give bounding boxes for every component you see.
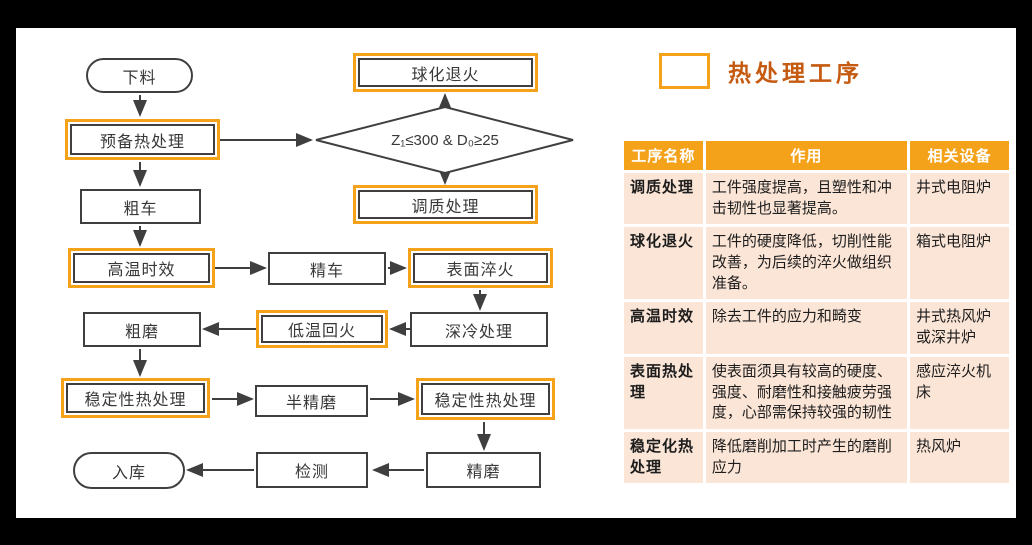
node-surface-quenching: 表面淬火	[408, 248, 553, 288]
cell-process-name: 高温时效	[624, 302, 703, 354]
legend-heat-treatment-swatch	[659, 53, 710, 89]
col-header-equipment: 相关设备	[909, 141, 1009, 170]
col-header-effect: 作用	[705, 141, 907, 170]
flowchart-connectors	[133, 93, 574, 477]
process-table: 工序名称 作用 相关设备 调质处理 工件强度提高，且塑性和冲击韧性也显著提高。 …	[621, 138, 1012, 486]
cell-equipment: 井式电阻炉	[909, 173, 1009, 225]
cell-effect: 降低磨削加工时产生的磨削应力	[705, 431, 907, 484]
cell-equipment: 感应淬火机床	[909, 356, 1009, 429]
cell-equipment: 井式热风炉或深井炉	[909, 302, 1009, 354]
cell-effect: 使表面须具有较高的硬度、强度、耐磨性和接触疲劳强度，心部需保持较强的韧性	[705, 356, 907, 429]
cell-equipment: 热风炉	[909, 431, 1009, 484]
node-blanking: 下料	[86, 58, 193, 93]
cell-effect: 工件强度提高，且塑性和冲击韧性也显著提高。	[705, 173, 907, 225]
cell-equipment: 箱式电阻炉	[909, 227, 1009, 300]
node-cryogenic-treatment: 深冷处理	[410, 312, 548, 347]
node-rough-grinding: 粗磨	[83, 312, 201, 347]
node-stabilizing-heat-treatment-2: 稳定性热处理	[416, 378, 555, 420]
cell-effect: 工件的硬度降低，切削性能改善，为后续的淬火做组织准备。	[705, 227, 907, 300]
table-header-row: 工序名称 作用 相关设备	[624, 141, 1009, 170]
cell-process-name: 稳定化热处理	[624, 431, 703, 484]
cell-process-name: 球化退火	[624, 227, 703, 300]
col-header-process-name: 工序名称	[624, 141, 703, 170]
node-finish-grinding: 精磨	[426, 452, 541, 488]
decision-condition-label: Z₁≤300 & D₀≥25	[391, 131, 499, 149]
table-row: 稳定化热处理 降低磨削加工时产生的磨削应力 热风炉	[624, 431, 1009, 484]
decision-diamond	[315, 105, 574, 175]
node-rough-turning: 粗车	[80, 189, 201, 224]
node-high-temp-aging: 高温时效	[68, 248, 215, 288]
node-spheroidizing-annealing: 球化退火	[353, 53, 538, 92]
node-finish-turning: 精车	[268, 252, 386, 285]
table-row: 高温时效 除去工件的应力和畸变 井式热风炉或深井炉	[624, 302, 1009, 354]
slide-content-area: 下料 预备热处理 粗车 高温时效 精车 表面淬火 粗磨 低温回火 深冷处理 稳定…	[16, 28, 1016, 518]
table-row: 表面热处理 使表面须具有较高的硬度、强度、耐磨性和接触疲劳强度，心部需保持较强的…	[624, 356, 1009, 429]
node-inspection: 检测	[256, 452, 368, 488]
cell-process-name: 表面热处理	[624, 356, 703, 429]
node-storage: 入库	[73, 452, 185, 489]
table-row: 球化退火 工件的硬度降低，切削性能改善，为后续的淬火做组织准备。 箱式电阻炉	[624, 227, 1009, 300]
legend-heat-treatment-label: 热处理工序	[728, 61, 863, 86]
node-preliminary-heat-treatment: 预备热处理	[65, 119, 220, 160]
node-low-temp-tempering: 低温回火	[256, 310, 388, 348]
cell-process-name: 调质处理	[624, 173, 703, 225]
node-stabilizing-heat-treatment-1: 稳定性热处理	[61, 378, 210, 418]
table-row: 调质处理 工件强度提高，且塑性和冲击韧性也显著提高。 井式电阻炉	[624, 173, 1009, 225]
cell-effect: 除去工件的应力和畸变	[705, 302, 907, 354]
node-quench-temper-treatment: 调质处理	[353, 185, 538, 224]
node-semi-finish-grinding: 半精磨	[255, 385, 368, 417]
